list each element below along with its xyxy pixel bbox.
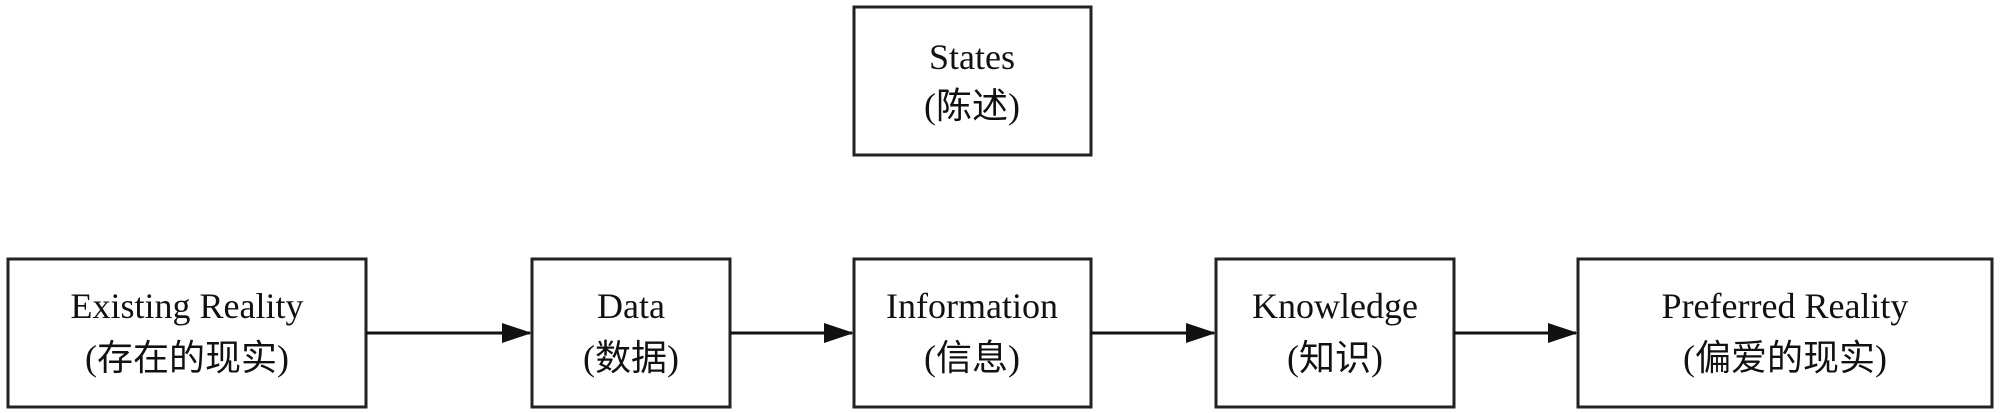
node-information-label: Information: [886, 286, 1058, 326]
node-information: Information (信息): [852, 257, 1093, 409]
node-information-sublabel: (信息): [924, 338, 1020, 378]
node-existing-reality-sublabel: (存在的现实): [85, 338, 289, 378]
node-existing-reality: Existing Reality (存在的现实): [6, 257, 368, 409]
node-data: Data (数据): [530, 257, 732, 409]
node-data-sublabel: (数据): [583, 338, 679, 378]
node-states-box: [852, 5, 1093, 157]
node-data-label: Data: [597, 286, 665, 326]
node-knowledge: Knowledge (知识): [1214, 257, 1456, 409]
node-preferred-reality-label: Preferred Reality: [1662, 286, 1909, 326]
node-information-box: [852, 257, 1093, 409]
node-states-label: States: [929, 37, 1015, 77]
node-knowledge-sublabel: (知识): [1287, 338, 1383, 378]
node-states: States (陈述): [852, 5, 1093, 157]
node-states-sublabel: (陈述): [924, 86, 1020, 126]
node-data-box: [530, 257, 732, 409]
node-knowledge-label: Knowledge: [1252, 286, 1418, 326]
node-preferred-reality-box: [1576, 257, 1994, 409]
node-existing-reality-box: [6, 257, 368, 409]
node-preferred-reality: Preferred Reality (偏爱的现实): [1576, 257, 1994, 409]
node-knowledge-box: [1214, 257, 1456, 409]
node-preferred-reality-sublabel: (偏爱的现实): [1683, 338, 1887, 378]
node-existing-reality-label: Existing Reality: [71, 286, 304, 326]
